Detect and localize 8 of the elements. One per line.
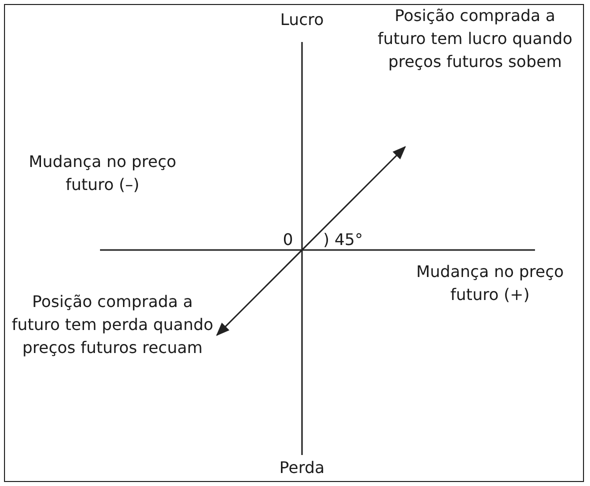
axis-label: Lucro [279,9,325,31]
origin-label: 0 [282,229,294,251]
axis-label: Mudança no preço futuro (+) [415,261,565,306]
axis-label: Mudança no preço futuro (–) [28,151,178,196]
annotation-text: Posição comprada a futuro tem perda quando preços futuros recuam [10,291,214,359]
angle-label: ) 45° [322,229,364,251]
annotation-text: Posição comprada a futuro tem lucro quando preços futuros sobem [376,5,574,73]
axis-label: Perda [278,457,326,479]
